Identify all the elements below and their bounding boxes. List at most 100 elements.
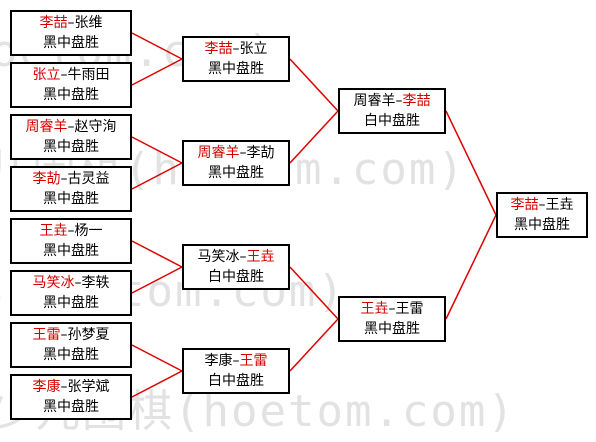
- match-result: 黑中盘胜: [43, 35, 99, 51]
- vs-separator: –: [395, 93, 403, 109]
- match-box-round2-4: 李康–王雷白中盘胜: [182, 348, 290, 394]
- player-white: 赵守洵: [74, 119, 117, 135]
- bracket-connector: [131, 266, 183, 294]
- bracket-diagram: 少儿围棋(hoetom.com)少儿围棋(hoetom.com)少儿围棋(hoe…: [0, 10, 588, 437]
- match-box-round1-4: 李劼–古灵益黑中盘胜: [10, 166, 132, 212]
- match-box-round1-8: 李康–张学斌黑中盘胜: [10, 374, 132, 420]
- bracket-connector: [289, 318, 339, 372]
- match-players: 李康–张学斌: [33, 377, 110, 397]
- vs-separator: –: [67, 119, 75, 135]
- player-white: 王雷: [395, 301, 424, 317]
- player-white: 张学斌: [67, 379, 110, 395]
- bracket-connector: [131, 58, 183, 86]
- match-players: 王垚–王雷: [361, 299, 424, 319]
- match-players: 周睿羊–李劼: [198, 143, 275, 163]
- match-result: 黑中盘胜: [43, 399, 99, 415]
- player-white: 张维: [74, 15, 103, 31]
- match-result: 黑中盘胜: [43, 139, 99, 155]
- match-box-round2-3: 马笑冰–王垚白中盘胜: [182, 244, 290, 290]
- match-box-round1-6: 马笑冰–李轶黑中盘胜: [10, 270, 132, 316]
- vs-separator: –: [60, 379, 68, 395]
- match-players: 周睿羊–赵守洵: [26, 117, 117, 137]
- match-players: 马笑冰–王垚: [198, 247, 275, 267]
- bracket-connector: [131, 240, 183, 268]
- vs-separator: –: [74, 275, 82, 291]
- match-box-round2-2: 周睿羊–李劼黑中盘胜: [182, 140, 290, 186]
- vs-separator: –: [232, 41, 240, 57]
- match-result: 黑中盘胜: [514, 217, 570, 233]
- match-result: 白中盘胜: [208, 269, 264, 285]
- match-players: 周睿羊–李喆: [354, 91, 431, 111]
- match-result: 白中盘胜: [208, 373, 264, 389]
- player-black: 王垚: [39, 223, 68, 239]
- vs-separator: –: [60, 171, 68, 187]
- player-black: 李喆: [39, 15, 68, 31]
- match-players: 李喆–张立: [205, 39, 268, 59]
- match-box-round1-7: 王雷–孙梦夏黑中盘胜: [10, 322, 132, 368]
- vs-separator: –: [67, 223, 75, 239]
- match-result: 黑中盘胜: [364, 321, 420, 337]
- match-result: 黑中盘胜: [208, 61, 264, 77]
- bracket-connector: [131, 344, 183, 372]
- player-white: 古灵益: [67, 171, 110, 187]
- bracket-connector: [289, 266, 339, 320]
- player-black: 马笑冰: [32, 275, 75, 291]
- match-box-round3-2: 王垚–王雷黑中盘胜: [338, 296, 446, 342]
- bracket-connector: [445, 214, 497, 320]
- match-result: 黑中盘胜: [43, 347, 99, 363]
- player-black: 李喆: [510, 197, 539, 213]
- match-result: 黑中盘胜: [43, 243, 99, 259]
- bracket-connector: [131, 162, 183, 190]
- player-black: 马笑冰: [197, 249, 240, 265]
- player-black: 张立: [32, 67, 61, 83]
- player-black: 周睿羊: [25, 119, 68, 135]
- vs-separator: –: [60, 327, 68, 343]
- match-box-round2-1: 李喆–张立黑中盘胜: [182, 36, 290, 82]
- match-players: 李喆–张维: [40, 13, 103, 33]
- bracket-lines: [131, 32, 497, 398]
- player-black: 李康: [204, 353, 233, 369]
- match-box-round1-5: 王垚–杨一黑中盘胜: [10, 218, 132, 264]
- match-box-round1-2: 张立–牛雨田黑中盘胜: [10, 62, 132, 108]
- match-players: 王垚–杨一: [40, 221, 103, 241]
- player-white: 王雷: [239, 353, 268, 369]
- vs-separator: –: [60, 67, 68, 83]
- match-players: 张立–牛雨田: [33, 65, 110, 85]
- player-black: 王雷: [32, 327, 61, 343]
- match-result: 黑中盘胜: [43, 191, 99, 207]
- match-box-round3-1: 周睿羊–李喆白中盘胜: [338, 88, 446, 134]
- match-players: 李劼–古灵益: [33, 169, 110, 189]
- vs-separator: –: [538, 197, 546, 213]
- bracket-connector: [289, 58, 339, 112]
- player-white: 张立: [239, 41, 268, 57]
- match-result: 黑中盘胜: [208, 165, 264, 181]
- player-black: 李喆: [204, 41, 233, 57]
- bracket-connector: [131, 136, 183, 164]
- player-black: 周睿羊: [197, 145, 240, 161]
- bracket-connector: [131, 370, 183, 398]
- match-box-round1-1: 李喆–张维黑中盘胜: [10, 10, 132, 56]
- player-black: 王垚: [360, 301, 389, 317]
- player-white: 王垚: [545, 197, 574, 213]
- match-players: 李康–王雷: [205, 351, 268, 371]
- vs-separator: –: [67, 15, 75, 31]
- match-players: 王雷–孙梦夏: [33, 325, 110, 345]
- match-players: 李喆–王垚: [511, 195, 574, 215]
- vs-separator: –: [239, 145, 247, 161]
- player-white: 杨一: [74, 223, 103, 239]
- player-white: 李轶: [81, 275, 110, 291]
- match-result: 白中盘胜: [364, 113, 420, 129]
- player-white: 牛雨田: [67, 67, 110, 83]
- vs-separator: –: [239, 249, 247, 265]
- vs-separator: –: [388, 301, 396, 317]
- player-white: 孙梦夏: [67, 327, 110, 343]
- match-box-final-1: 李喆–王垚黑中盘胜: [496, 192, 588, 238]
- player-black: 李康: [32, 379, 61, 395]
- bracket-connector: [131, 32, 183, 60]
- match-result: 黑中盘胜: [43, 295, 99, 311]
- player-black: 周睿羊: [353, 93, 396, 109]
- player-black: 李劼: [32, 171, 61, 187]
- player-white: 李喆: [402, 93, 431, 109]
- vs-separator: –: [232, 353, 240, 369]
- bracket-connector: [289, 110, 339, 164]
